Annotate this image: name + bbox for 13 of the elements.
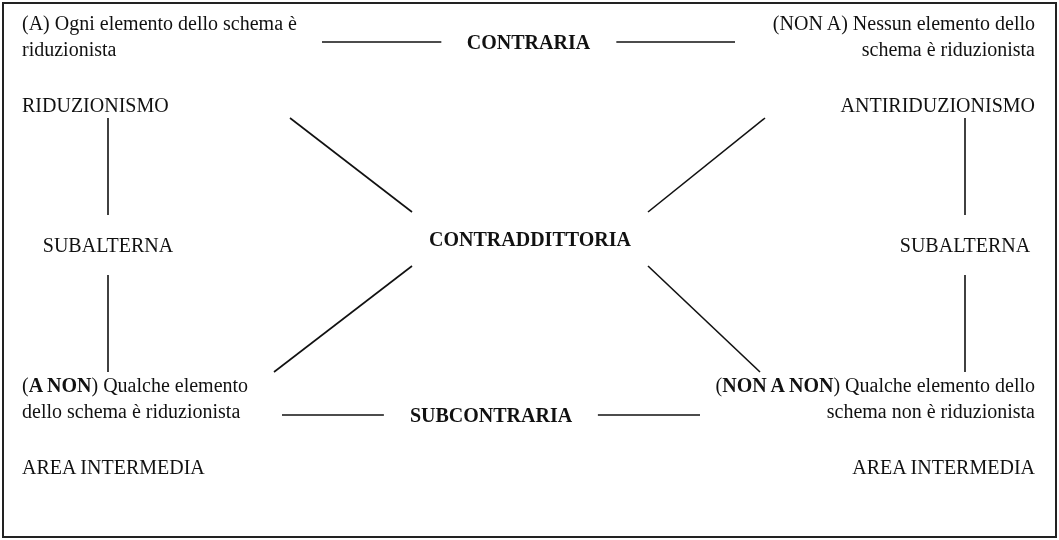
- side-label: RIDUZIONISMO: [22, 93, 170, 118]
- side-label: ANTIRIDUZIONISMO: [839, 93, 1035, 118]
- connector-line: [647, 265, 761, 373]
- center-label: CONTRADDITTORIA: [428, 227, 632, 252]
- connector-line: [289, 117, 413, 213]
- side-label: AREA INTERMEDIA: [22, 455, 206, 480]
- proposition-text: (NON A NON) Qualche elemento dello schema non è riduzionista: [714, 373, 1035, 424]
- side-label: AREA INTERMEDIA: [851, 455, 1035, 480]
- proposition-text: (A) Ogni elemento dello schema è riduzionista: [22, 11, 298, 62]
- connector-line: [647, 117, 766, 213]
- connector-line: [273, 265, 413, 373]
- proposition-text: (NON A) Nessun elemento dello schema è riduzionista: [771, 11, 1035, 62]
- proposition-text: (A NON) Qualche elemento dello schema è riduzionista: [22, 373, 250, 424]
